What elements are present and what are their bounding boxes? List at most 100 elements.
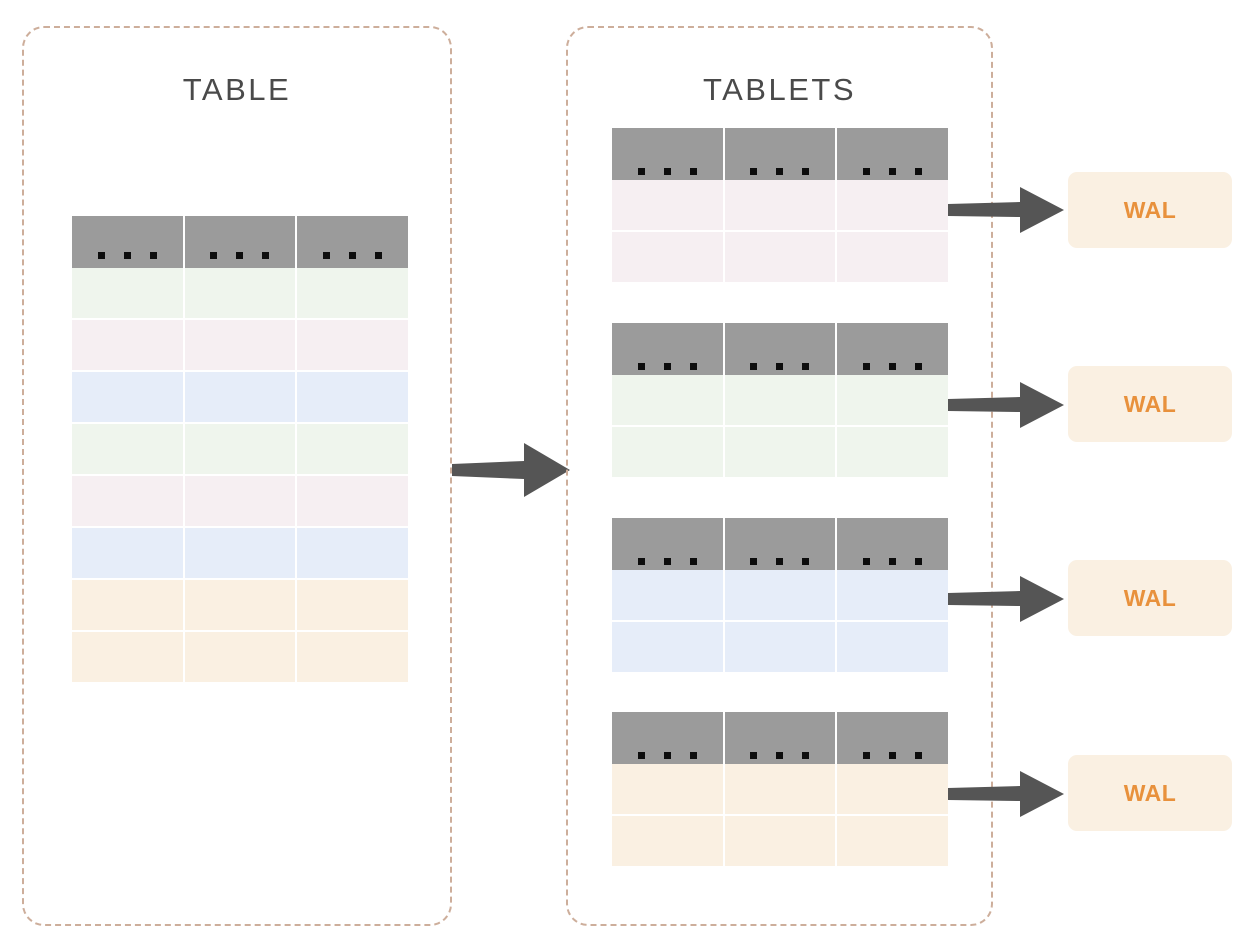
tablet-3-cell-r1-c1 (612, 570, 723, 620)
main-table-cell-r3-c3 (297, 372, 408, 422)
tablet-2-cell-r1-c3 (837, 375, 948, 425)
wal-box-2[interactable]: WAL (1068, 366, 1232, 442)
main-table-cell-r6-c3 (297, 528, 408, 578)
main-table-cell-r2-c3 (297, 320, 408, 370)
main-table-cell-r6-c2 (184, 528, 296, 578)
tablet-grid-4 (612, 712, 948, 866)
tablet-2-cell-r2-c3 (837, 427, 948, 477)
wal-label: WAL (1123, 584, 1177, 611)
main-table-cell-r5-c3 (297, 476, 408, 526)
tablet-grid-3 (612, 518, 948, 672)
tablet-3-header-cell-2 (724, 518, 836, 574)
tablet-2-cell-r2-c2 (724, 427, 836, 477)
wal-box-3[interactable]: WAL (1068, 560, 1232, 636)
tablet-4-cell-r2-c3 (837, 816, 948, 866)
tablet-to-wal-arrow-2 (948, 382, 1064, 428)
ellipsis-icon (750, 363, 810, 370)
main-table-cell-r7-c3 (297, 580, 408, 630)
table-panel-title: TABLE (182, 72, 292, 107)
ellipsis-icon (97, 252, 157, 259)
tablet-3-cell-r1-c2 (724, 570, 836, 620)
tablet-1-header-cell-1 (612, 128, 723, 184)
ellipsis-icon (637, 558, 697, 565)
wal-box-1[interactable]: WAL (1068, 172, 1232, 248)
tablets-panel: TABLETS (566, 26, 993, 926)
tablet-3-cell-r2-c3 (837, 622, 948, 672)
main-table-cell-r8-c3 (297, 632, 408, 682)
tablets-panel-title: TABLETS (702, 72, 857, 107)
tablet-4-header-cell-2 (724, 712, 836, 768)
tablet-1-header-cell-3 (837, 128, 948, 184)
main-table-header-cell-2 (184, 216, 296, 268)
ellipsis-icon (210, 252, 270, 259)
main-table-cell-r8-c1 (72, 632, 183, 682)
main-table-cell-r3-c2 (184, 372, 296, 422)
main-table-cell-r5-c2 (184, 476, 296, 526)
tablet-1-header-cell-2 (724, 128, 836, 184)
main-table-cell-r6-c1 (72, 528, 183, 578)
tablet-3-header-cell-1 (612, 518, 723, 574)
ellipsis-icon (637, 363, 697, 370)
ellipsis-icon (323, 252, 383, 259)
table-panel: TABLE (22, 26, 452, 926)
main-table-cell-r3-c1 (72, 372, 183, 422)
ellipsis-icon (863, 363, 923, 370)
ellipsis-icon (750, 752, 810, 759)
ellipsis-icon (863, 558, 923, 565)
ellipsis-icon (637, 168, 697, 175)
main-table-cell-r4-c1 (72, 424, 183, 474)
main-table-cell-r2-c2 (184, 320, 296, 370)
tablet-1-cell-r2-c2 (724, 232, 836, 282)
tablet-2-cell-r1-c2 (724, 375, 836, 425)
ellipsis-icon (637, 752, 697, 759)
tablet-1-cell-r1-c1 (612, 180, 723, 230)
table-to-tablets-arrow (452, 443, 570, 497)
tablet-1-cell-r2-c1 (612, 232, 723, 282)
tablet-4-header-cell-3 (837, 712, 948, 768)
tablet-1-cell-r1-c2 (724, 180, 836, 230)
main-table-cell-r7-c1 (72, 580, 183, 630)
tablet-to-wal-arrow-1 (948, 187, 1064, 233)
main-table-cell-r7-c2 (184, 580, 296, 630)
main-table-cell-r4-c3 (297, 424, 408, 474)
tablet-to-wal-arrow-3 (948, 576, 1064, 622)
tablet-3-cell-r2-c2 (724, 622, 836, 672)
ellipsis-icon (863, 752, 923, 759)
main-table-cell-r4-c2 (184, 424, 296, 474)
main-table-header-cell-3 (297, 216, 408, 268)
main-table-cell-r1-c1 (72, 268, 183, 318)
tablet-4-cell-r2-c2 (724, 816, 836, 866)
main-table-grid (72, 216, 408, 682)
ellipsis-icon (750, 168, 810, 175)
tablet-4-cell-r1-c1 (612, 764, 723, 814)
tablet-1-cell-r1-c3 (837, 180, 948, 230)
tablet-grid-1 (612, 128, 948, 282)
main-table-cell-r8-c2 (184, 632, 296, 682)
tablet-3-cell-r2-c1 (612, 622, 723, 672)
tablet-4-cell-r1-c3 (837, 764, 948, 814)
tablet-grid-2 (612, 323, 948, 477)
tablet-4-cell-r2-c1 (612, 816, 723, 866)
wal-label: WAL (1123, 196, 1177, 223)
main-table-cell-r1-c3 (297, 268, 408, 318)
wal-label: WAL (1123, 390, 1177, 417)
wal-box-4[interactable]: WAL (1068, 755, 1232, 831)
tablet-2-cell-r2-c1 (612, 427, 723, 477)
tablet-3-header-cell-3 (837, 518, 948, 574)
tablet-3-cell-r1-c3 (837, 570, 948, 620)
main-table-cell-r2-c1 (72, 320, 183, 370)
tablet-4-header-cell-1 (612, 712, 723, 768)
tablet-2-header-cell-1 (612, 323, 723, 379)
wal-label: WAL (1123, 779, 1177, 806)
tablet-2-cell-r1-c1 (612, 375, 723, 425)
main-table-cell-r5-c1 (72, 476, 183, 526)
main-table-cell-r1-c2 (184, 268, 296, 318)
main-table-header-cell-1 (72, 216, 183, 268)
tablet-2-header-cell-2 (724, 323, 836, 379)
tablet-4-cell-r1-c2 (724, 764, 836, 814)
ellipsis-icon (750, 558, 810, 565)
tablet-2-header-cell-3 (837, 323, 948, 379)
tablet-to-wal-arrow-4 (948, 771, 1064, 817)
ellipsis-icon (863, 168, 923, 175)
